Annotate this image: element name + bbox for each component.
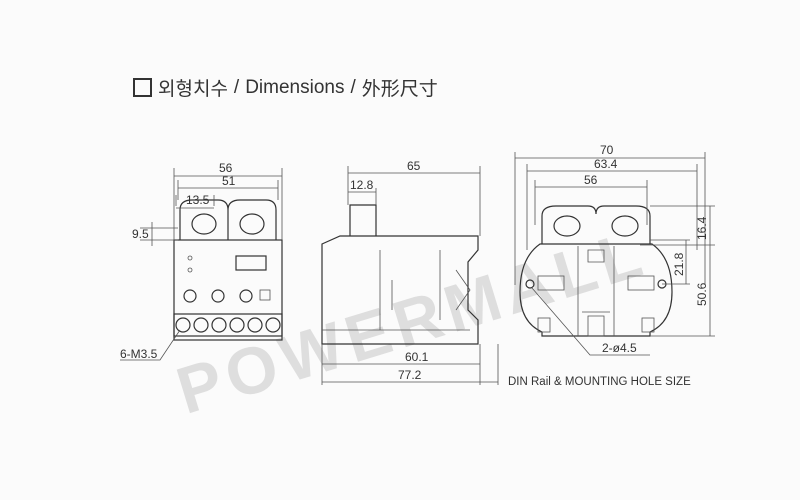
dim-51: 51 bbox=[222, 174, 236, 188]
dim-65: 65 bbox=[407, 159, 421, 173]
title-korean: 외형치수 bbox=[158, 79, 228, 100]
dim-21-8: 21.8 bbox=[672, 252, 686, 276]
title-english: Dimensions bbox=[245, 76, 345, 98]
dim-9-5: 9.5 bbox=[132, 227, 149, 241]
dim-70: 70 bbox=[600, 143, 614, 157]
mount-caption: DIN Rail & MOUNTING HOLE SIZE bbox=[508, 376, 691, 388]
dim-13-5: 13.5 bbox=[186, 193, 210, 207]
terminal-screw bbox=[211, 317, 227, 333]
title-chinese: 外形尺寸 bbox=[361, 79, 438, 100]
dim-77-2: 77.2 bbox=[398, 368, 422, 382]
section-title: 외형치수 / Dimensions / 外形尺寸 bbox=[133, 74, 438, 101]
hole-label: 2-ø4.5 bbox=[602, 341, 637, 355]
dim-56-mount: 56 bbox=[584, 173, 598, 187]
dim-12-8: 12.8 bbox=[350, 178, 374, 192]
dim-63-4: 63.4 bbox=[594, 157, 618, 171]
watermark: POWERMALL bbox=[168, 215, 655, 428]
screw-label: 6-M3.5 bbox=[120, 347, 158, 361]
front-view: 56 51 13.5 9.5 6-M3.5 bbox=[120, 161, 283, 361]
terminal-screw bbox=[247, 317, 263, 333]
checkbox-square-icon bbox=[133, 78, 152, 97]
terminal-screw bbox=[193, 317, 209, 333]
title-sep-2: / bbox=[350, 76, 356, 98]
mounting-hole bbox=[525, 279, 535, 289]
dim-60-1: 60.1 bbox=[405, 350, 429, 364]
terminal-screw bbox=[265, 317, 281, 333]
dim-16-4: 16.4 bbox=[695, 216, 709, 240]
title-sep-1: / bbox=[233, 76, 240, 98]
terminal-screw bbox=[229, 317, 245, 333]
dim-56: 56 bbox=[219, 161, 233, 175]
terminal-screw bbox=[175, 317, 191, 333]
side-view: 65 12.8 60.1 77.2 bbox=[321, 159, 499, 385]
dim-50-6: 50.6 bbox=[695, 282, 709, 306]
mount-view: 70 63.4 56 16.4 21.8 50.6 2-ø4.5 DIN Rai… bbox=[508, 143, 715, 388]
